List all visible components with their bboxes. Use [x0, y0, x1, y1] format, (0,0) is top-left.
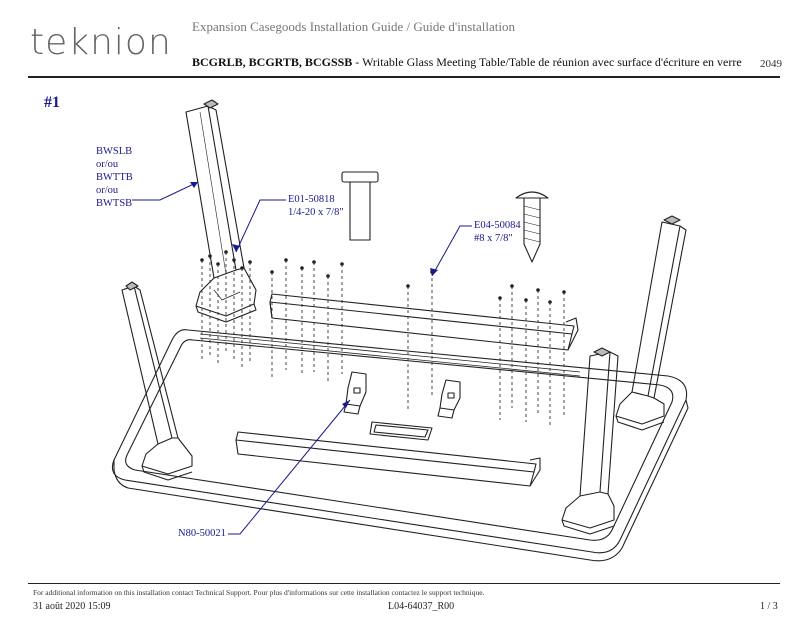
- leg-or-1: or/ou: [96, 159, 119, 170]
- print-date: 31 août 2020 15:09: [33, 601, 111, 612]
- screw-part-number: E04-50084: [474, 220, 521, 231]
- page-number: 1 / 3: [760, 601, 778, 612]
- leg-front-right: [561, 347, 619, 535]
- header-divider: [28, 76, 780, 78]
- guide-title: Expansion Casegoods Installation Guide /…: [192, 19, 515, 34]
- bracket-left: [343, 371, 367, 415]
- leg-callout: BWSLB or/ou BWTTB or/ou BWTSB: [96, 145, 133, 210]
- leg-front-left: [121, 281, 193, 481]
- product-name: - Writable Glass Meeting Table/Table de …: [352, 55, 742, 69]
- footer-divider: [28, 583, 780, 584]
- front-rail: [235, 431, 541, 487]
- bracket-part-number: N80-50021: [178, 528, 226, 539]
- leg-model-2: BWTTB: [96, 172, 133, 183]
- screw-spec: #8 x 7/8": [474, 233, 513, 244]
- leg-back-left: [185, 99, 257, 323]
- bracket-callout: N80-50021: [178, 527, 226, 540]
- screw-heads: [200, 250, 566, 304]
- bolt-spec: 1/4-20 x 7/8": [288, 207, 344, 218]
- bolt-part-number: E01-50818: [288, 194, 335, 205]
- teknion-logo: teknion: [30, 22, 172, 63]
- leg-or-2: or/ou: [96, 185, 119, 196]
- leg-model-1: BWSLB: [96, 146, 133, 157]
- bolt-detail: [341, 171, 379, 241]
- document-number: L04-64037_R00: [388, 601, 455, 612]
- fastener-guides: [201, 252, 565, 428]
- callout-leaders: [132, 181, 472, 535]
- bolt-callout: E01-50818 1/4-20 x 7/8": [288, 193, 344, 219]
- leg-back-right: [615, 215, 687, 431]
- bracket-right: [437, 379, 461, 419]
- tabletop: [111, 329, 689, 562]
- leg-model-3: BWTSB: [96, 198, 133, 209]
- back-rail: [269, 293, 579, 351]
- screw-detail: [515, 191, 549, 263]
- screw-callout: E04-50084 #8 x 7/8": [474, 219, 521, 245]
- product-code: 2049: [760, 58, 782, 70]
- support-note: For additional information on this insta…: [33, 588, 485, 597]
- product-title: BCGRLB, BCGRTB, BCGSSB - Writable Glass …: [192, 55, 742, 70]
- step-number: #1: [44, 94, 60, 111]
- model-numbers: BCGRLB, BCGRTB, BCGSSB: [192, 55, 353, 69]
